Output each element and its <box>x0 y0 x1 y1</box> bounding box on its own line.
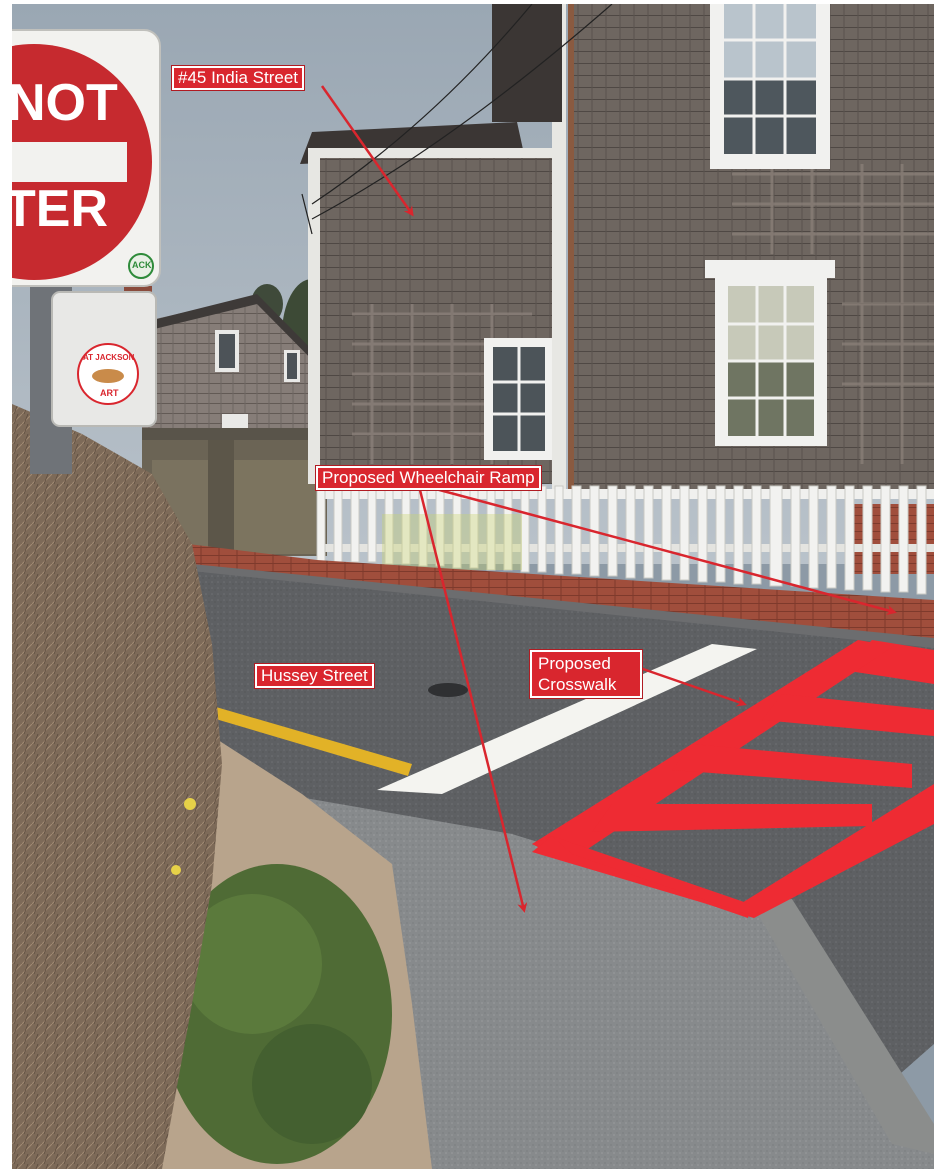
art-sticker-bottom-text: ART <box>100 388 119 398</box>
annotation-arrows <box>320 85 897 913</box>
art-sticker-top-text: AT JACKSON <box>83 353 135 362</box>
yellow-line <box>192 700 412 776</box>
existing-crosswalk-stripe <box>377 644 757 794</box>
label-proposed-wheelchair-ramp: Proposed Wheelchair Ramp <box>316 466 541 490</box>
proposed-crosswalk <box>532 640 934 918</box>
house-main-section <box>492 4 934 494</box>
secondary-sign <box>51 291 157 427</box>
grass-patch <box>162 864 392 1164</box>
photo: NOT TER ACK AT JACKSON ART <box>12 4 934 1169</box>
sign-text-ter: TER <box>12 180 108 238</box>
ack-sticker-text: ACK <box>132 260 152 270</box>
patched-asphalt-area <box>282 794 934 1169</box>
curb <box>172 562 934 650</box>
label-hussey-street: Hussey Street <box>255 664 374 688</box>
house-45-india-street <box>300 4 574 489</box>
granite-curb <box>752 899 934 1154</box>
street-scene: NOT TER ACK AT JACKSON ART <box>12 4 934 1169</box>
label-proposed-crosswalk-line1: Proposed <box>538 654 611 673</box>
brick-sidewalk <box>172 542 934 640</box>
do-not-enter-sign <box>12 29 161 287</box>
label-proposed-crosswalk-line2: Crosswalk <box>538 675 617 694</box>
label-45-india-street: #45 India Street <box>172 66 305 90</box>
leafless-shrub <box>12 404 222 1169</box>
label-proposed-crosswalk: Proposed Crosswalk <box>530 650 642 698</box>
manhole-cover <box>428 683 468 697</box>
sign-text-not: NOT <box>12 74 118 132</box>
yellow-flowers <box>171 798 196 875</box>
overhead-wires <box>301 4 613 235</box>
